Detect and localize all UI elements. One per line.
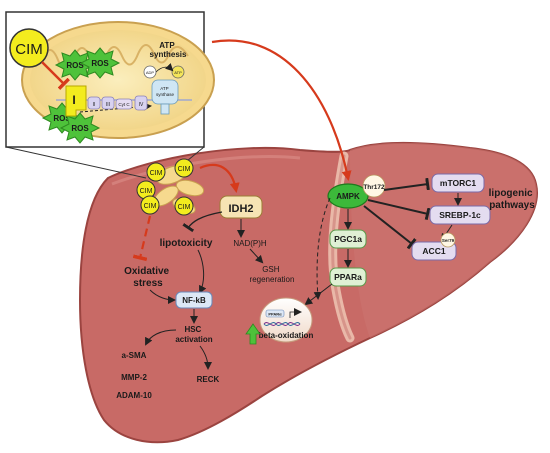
idh2-box: IDH2 (219, 195, 263, 219)
cim-dot-label-1: CIM (150, 170, 163, 177)
ampk-inhibits-srebp (367, 199, 431, 221)
mmp2-label: MMP-2 (121, 373, 147, 382)
lipotoxicity-to-nfkb-arrow (197, 249, 207, 294)
ppara-small-label: PPARα (268, 312, 282, 317)
atp-synthase-label: ATP synthase (156, 86, 175, 97)
cim-inhibits-complex-one (41, 61, 71, 91)
nfkb-label: NF-kB (182, 296, 206, 305)
atp-label: ATP (174, 70, 182, 75)
ampk-to-beta-oxidation-dashed (313, 197, 331, 300)
ros-burst-1: ROS (54, 49, 96, 81)
ppara-label: PPARa (334, 272, 362, 282)
hsc-to-markers-arrow (145, 329, 177, 346)
cim-drug-badge: CIM (9, 28, 49, 68)
atp-synthase-label-line2: synthase (156, 92, 175, 97)
ser79-badge: Ser79 (440, 232, 456, 248)
idh2-inhibits-lipotoxicity (182, 211, 223, 233)
ampk-node: AMPK (327, 183, 369, 209)
adam10-label: ADAM-10 (116, 391, 152, 400)
cim-to-idh2-arrow (199, 163, 240, 193)
pgc1a-box: PGC1a (329, 229, 367, 249)
cytochrome-c: Cyt C (115, 98, 133, 110)
ser79-label: Ser79 (442, 238, 455, 243)
ampk-inhibits-mtorc1 (383, 177, 430, 191)
nadph-to-gsh-arrow (249, 248, 264, 264)
lipotoxicity-label: lipotoxicity (160, 238, 213, 249)
cim-dot-4: CIM (140, 195, 160, 215)
cim-dot-label-2: CIM (178, 166, 191, 173)
srebp-label: SREBP-1c (439, 210, 481, 220)
hsc-activation-label: HSC activation (175, 325, 212, 344)
complex-three-label: III (106, 102, 110, 108)
transcription-arrow (289, 308, 302, 318)
idh2-label: IDH2 (228, 203, 253, 215)
asma-label: a-SMA (122, 351, 147, 360)
cim-dot-5: CIM (174, 196, 194, 216)
reck-label: RECK (197, 375, 220, 384)
cim-inhibits-oxidative-stress (132, 215, 152, 262)
ros-label-3: ROS (53, 114, 71, 123)
acc1-label: ACC1 (422, 246, 445, 256)
atp-synthase: ATP synthase (151, 79, 179, 115)
ros-label-2: ROS (91, 59, 109, 68)
cytochrome-c-label: Cyt C (118, 102, 130, 107)
oxidative-stress-to-nfkb-arrow (149, 289, 176, 304)
complex-one: I (65, 85, 87, 117)
mtorc1-label: mTORC1 (440, 178, 476, 188)
atp-synthesis-label: ATP synthesis (150, 41, 187, 59)
oxidative-stress-label: Oxidative stress (124, 266, 172, 289)
electron-transport-arrow (79, 102, 152, 113)
cim-dot-label-5: CIM (178, 204, 191, 211)
ros-label-1: ROS (66, 61, 84, 70)
adp-to-atp-arrow (155, 62, 174, 73)
srebp-box: SREBP-1c (429, 205, 491, 225)
gsh-label: GSH regeneration (250, 265, 295, 284)
complex-two-label: II (93, 102, 96, 108)
mtorc1-box: mTORC1 (431, 173, 485, 193)
complex-two: II (87, 96, 101, 110)
cim-dot-label-4: CIM (144, 203, 157, 210)
cim-to-ampk-arrow (211, 39, 352, 181)
complex-three: III (101, 96, 115, 110)
complex-four: IV (134, 95, 148, 111)
ros-burst-4: ROS (59, 112, 101, 144)
inset-connector-left (5, 146, 147, 179)
complex-four-label: IV (139, 102, 144, 108)
liver-top-highlight (111, 155, 301, 186)
cim-drug-label: CIM (15, 41, 43, 58)
cim-dot-2: CIM (174, 158, 194, 178)
cim-dot-label-3: CIM (140, 188, 153, 195)
thr172-badge: Thr172 (362, 174, 386, 198)
adp-label: ADP (146, 70, 155, 75)
atp-synthase-label-line1: ATP (160, 86, 168, 91)
ros-label-4: ROS (71, 124, 89, 133)
ppara-box: PPARa (329, 267, 367, 287)
upregulation-arrow-icon (245, 323, 261, 345)
ampk-inhibits-acc1 (363, 205, 417, 250)
beta-oxidation-bubble: PPARα beta-oxidation (259, 297, 314, 343)
pgc1a-label: PGC1a (334, 234, 362, 244)
complex-one-label: I (72, 93, 75, 107)
hsc-to-reck-arrow (199, 345, 212, 370)
nfkb-box: NF-kB (175, 291, 213, 309)
adp-bubble: ADP (143, 65, 157, 79)
thr172-label: Thr172 (363, 184, 385, 191)
dna-helix-2 (263, 322, 301, 326)
beta-oxidation-label: beta-oxidation (259, 331, 314, 340)
ampk-label: AMPK (336, 192, 360, 201)
ros-burst-2: ROS (79, 47, 121, 79)
atp-bubble: ATP (171, 65, 185, 79)
lipogenic-pathways-label: lipogenic pathways (489, 188, 536, 211)
nadph-label: NAD(P)H (233, 239, 267, 248)
cim-dot-1: CIM (146, 162, 166, 182)
